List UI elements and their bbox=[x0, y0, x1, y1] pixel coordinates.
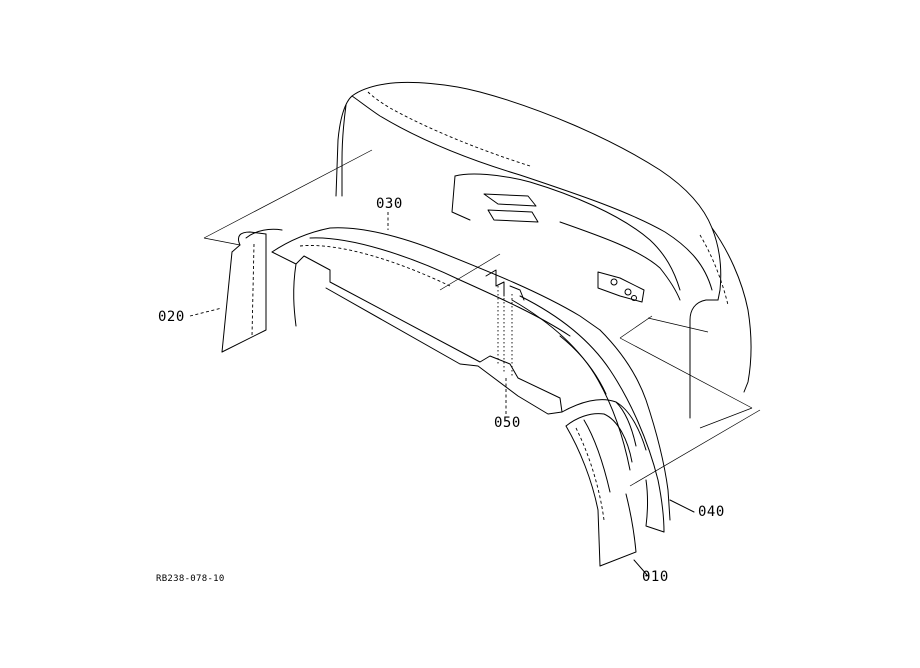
part-label-010[interactable]: 010 bbox=[642, 569, 669, 585]
hood-cover bbox=[335, 81, 752, 419]
section-planes bbox=[203, 149, 761, 487]
part-010-panel bbox=[561, 399, 647, 567]
part-label-030[interactable]: 030 bbox=[376, 196, 403, 212]
part-050-stay bbox=[497, 286, 513, 376]
part-030-panel bbox=[271, 227, 601, 415]
part-040-panel bbox=[511, 295, 671, 533]
part-label-050[interactable]: 050 bbox=[494, 415, 521, 431]
figure-code: RB238-078-10 bbox=[156, 574, 225, 584]
part-020-panel bbox=[221, 228, 283, 353]
part-label-020[interactable]: 020 bbox=[158, 309, 185, 325]
part-label-040[interactable]: 040 bbox=[698, 504, 725, 520]
leader-lines bbox=[189, 212, 695, 577]
